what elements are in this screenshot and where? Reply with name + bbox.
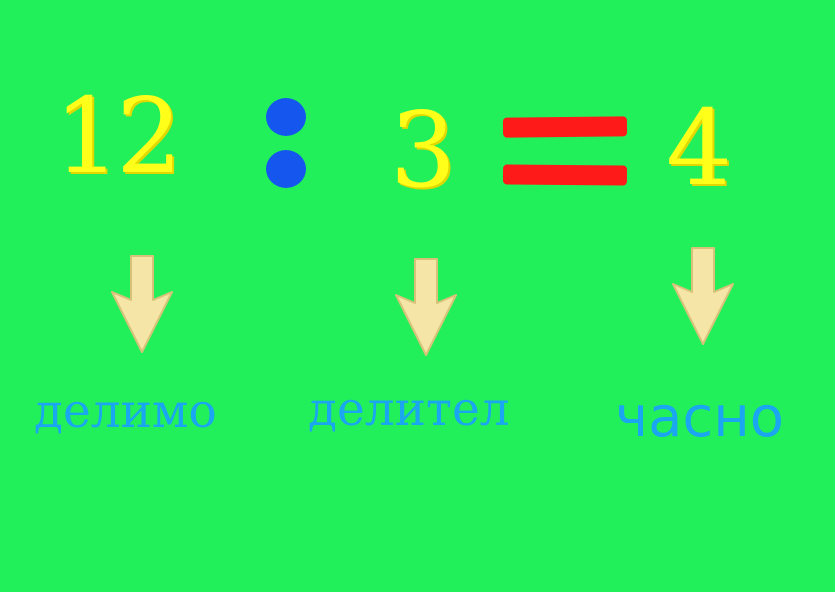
divisor-label: делител <box>308 382 510 437</box>
arrow-down-icon <box>111 255 173 353</box>
arrow-down-icon <box>395 258 457 356</box>
colon-top-dot <box>266 98 306 136</box>
quotient-number: 4 <box>666 87 733 209</box>
quotient-label: часно <box>615 385 785 450</box>
colon-bottom-dot <box>266 150 306 188</box>
arrow-down-icon <box>672 247 734 345</box>
divisor-number: 3 <box>390 89 457 211</box>
equals-top-bar <box>502 116 628 138</box>
equals-bottom-bar <box>502 164 628 186</box>
dividend-number: 12 <box>54 75 182 197</box>
dividend-label: делимо <box>34 384 217 439</box>
